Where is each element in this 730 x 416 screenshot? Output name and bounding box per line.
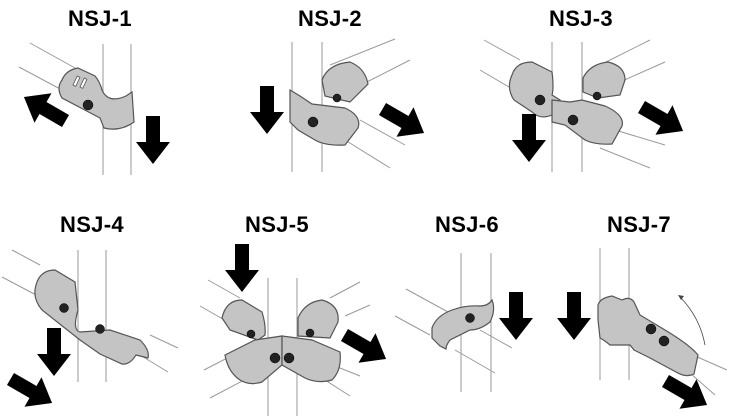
label-nsj-2: NSJ-2 <box>298 6 362 31</box>
joint-nsj-7 <box>557 248 728 416</box>
fitting-body <box>508 61 561 118</box>
bolt-icon <box>82 99 94 111</box>
joint-nsj-1 <box>15 42 170 175</box>
bolt-icon <box>307 116 319 128</box>
label-nsj-7: NSJ-7 <box>607 212 671 237</box>
joint-nsj-3 <box>479 39 692 172</box>
bolt-icon <box>658 335 670 347</box>
label-nsj-3: NSJ-3 <box>549 6 613 31</box>
arrow-down <box>512 114 546 162</box>
joint-nsj-4 <box>1 249 179 416</box>
fitting-body <box>58 67 135 130</box>
fitting-body <box>597 295 699 377</box>
arrow-down <box>250 86 284 134</box>
bolt-icon <box>567 114 579 126</box>
joint-nsj-5 <box>199 244 395 416</box>
arrow-down <box>225 244 259 292</box>
label-nsj-6: NSJ-6 <box>435 212 499 237</box>
joint-nsj-6 <box>394 253 533 392</box>
fitting-body <box>321 61 369 103</box>
label-nsj-1: NSJ-1 <box>68 6 132 31</box>
joint-nsj-2 <box>250 38 433 172</box>
label-nsj-5: NSJ-5 <box>245 212 309 237</box>
bolt-icon <box>59 303 69 313</box>
arrow-down-right <box>373 94 433 148</box>
bolt-icon <box>283 352 295 364</box>
bolt-icon <box>246 329 256 339</box>
fitting-body <box>281 335 341 383</box>
bolt-icon <box>332 93 342 103</box>
bolt-icon <box>269 352 281 364</box>
fitting-body <box>297 299 339 339</box>
arrow-down <box>499 292 533 340</box>
bolt-icon <box>534 94 546 106</box>
fitting-body <box>221 299 266 341</box>
bolt-icon <box>645 323 657 335</box>
fitting-body <box>224 335 283 385</box>
fitting-body <box>289 88 360 146</box>
fitting-body <box>431 298 495 350</box>
fitting-body <box>582 61 626 99</box>
arrow-down <box>37 328 71 376</box>
rotation-arc-icon <box>680 297 706 346</box>
bolt-icon <box>305 328 315 338</box>
fitting-body <box>551 99 623 145</box>
bolt-icon <box>592 91 602 101</box>
rotation-arrowhead-icon <box>678 295 684 300</box>
bolt-icon <box>95 324 105 334</box>
arrow-down <box>136 116 170 164</box>
arrow-down <box>557 292 591 340</box>
bolt-icon <box>465 313 475 323</box>
label-nsj-4: NSJ-4 <box>60 212 124 237</box>
arrow-down-right <box>335 320 395 374</box>
fitting-body <box>34 269 149 365</box>
